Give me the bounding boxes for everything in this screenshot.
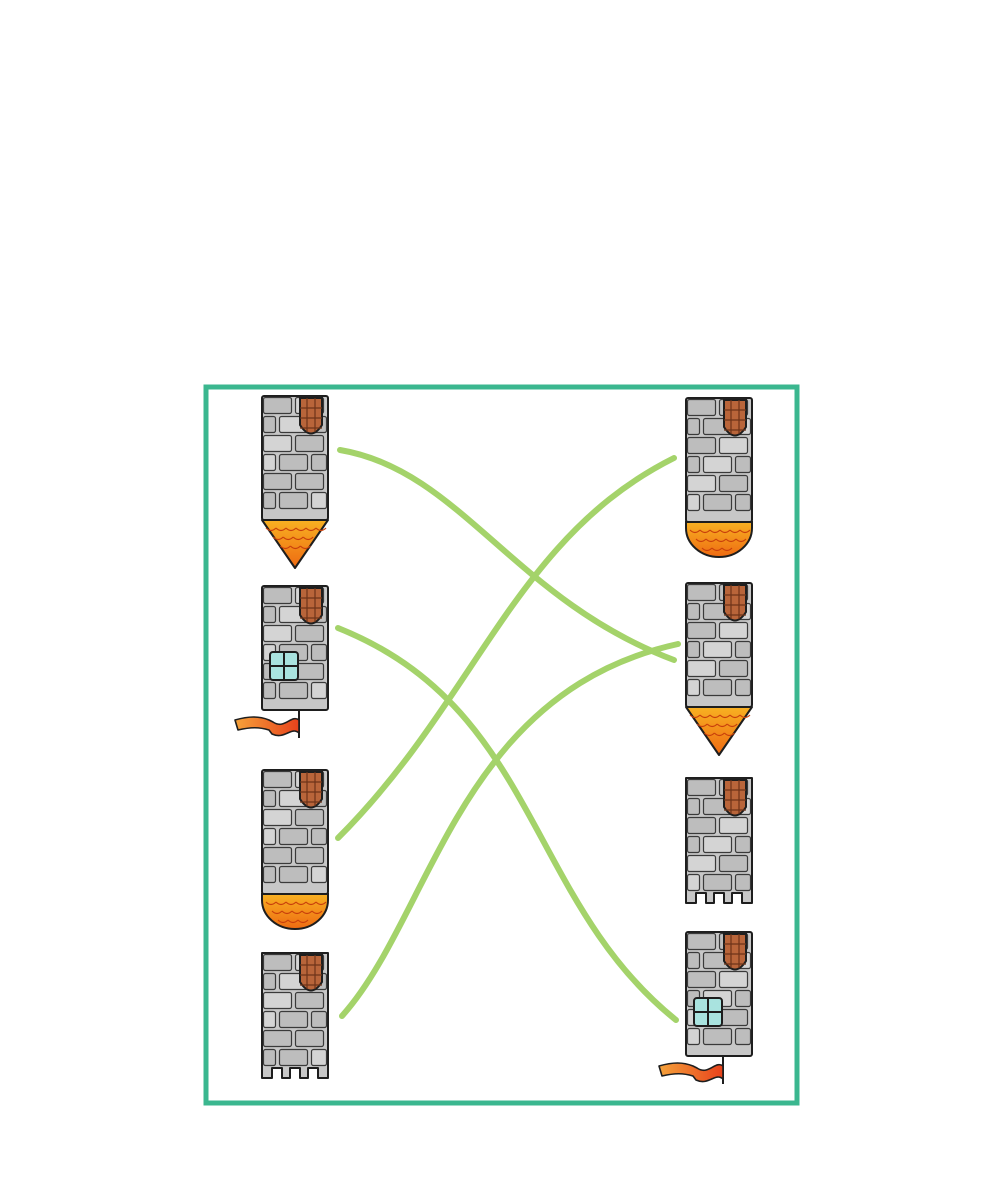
door-planks (300, 398, 322, 432)
brick-pattern (686, 583, 752, 697)
door-planks (300, 955, 322, 989)
tower-pointed-roof-left-1 (261, 395, 329, 569)
tower-pointed-roof-right-2 (685, 582, 753, 756)
brick-pattern (262, 396, 328, 510)
door (723, 584, 747, 622)
door-planks (300, 772, 322, 806)
brick-pattern (262, 953, 328, 1067)
pointed-roof (685, 706, 753, 756)
tower-battlement-left-4 (261, 952, 329, 1079)
door (299, 771, 323, 809)
door (299, 587, 323, 625)
tower-rounded-roof-left-3 (261, 769, 329, 930)
door-planks (724, 585, 746, 619)
tower-window-flag-right-4 (658, 931, 753, 1084)
roof-scales (689, 529, 751, 552)
flag-icon (658, 1056, 724, 1084)
roof-scales (265, 527, 327, 550)
frame-border (203, 384, 800, 1106)
door-planks (724, 934, 746, 968)
roof-scales (689, 714, 751, 737)
door-planks (300, 588, 322, 622)
door (723, 933, 747, 971)
door (299, 954, 323, 992)
door-planks (724, 780, 746, 814)
door (723, 779, 747, 817)
door-planks (724, 400, 746, 434)
tower-rounded-roof-right-1 (685, 397, 753, 558)
match-line-1 (337, 447, 677, 663)
window-icon (269, 651, 299, 681)
flag-icon (234, 710, 300, 738)
door (299, 397, 323, 435)
pointed-roof (261, 519, 329, 569)
window-icon (693, 997, 723, 1027)
match-line-3 (335, 455, 677, 841)
match-line-4 (339, 641, 681, 1019)
door (723, 399, 747, 437)
roof-scales (265, 901, 327, 924)
match-line-2 (335, 625, 679, 1023)
tower-battlement-right-3 (685, 777, 753, 904)
tower-window-flag-left-2 (234, 585, 329, 738)
